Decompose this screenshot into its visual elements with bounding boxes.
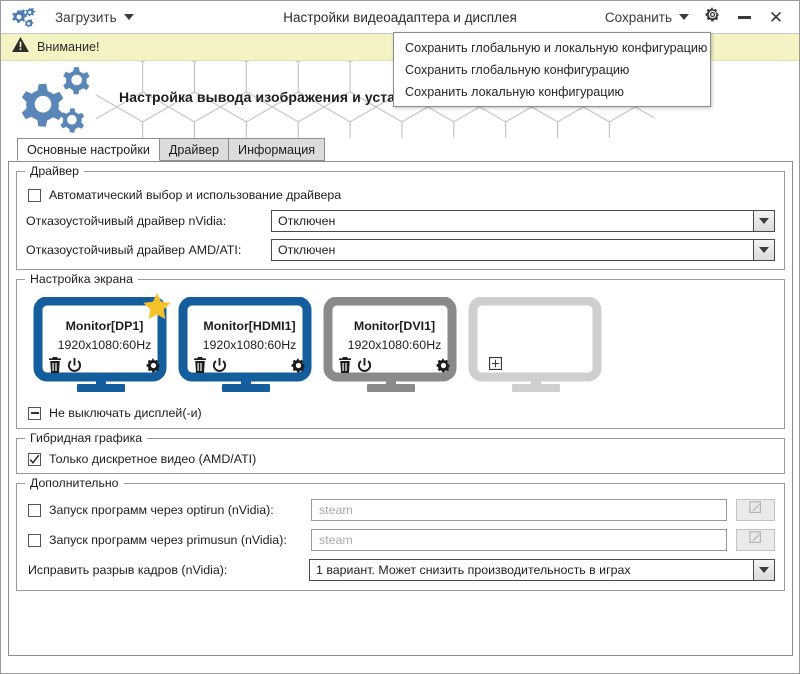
- primary-star-icon: [143, 293, 171, 325]
- gear-icon[interactable]: [436, 357, 451, 378]
- primusun-input[interactable]: steam: [311, 529, 727, 551]
- trash-icon[interactable]: [193, 357, 207, 378]
- extra-group-title: Дополнительно: [25, 476, 124, 490]
- warning-triangle-icon: [12, 37, 29, 57]
- monitor-actions: [338, 357, 451, 378]
- hybrid-graphics-group: Гибридная графика Только дискретное виде…: [16, 431, 785, 474]
- gear-icon: [704, 7, 720, 27]
- discrete-video-row[interactable]: Только дискретное видео (AMD/ATI): [28, 452, 775, 466]
- primusun-checkbox[interactable]: [28, 533, 41, 547]
- power-icon[interactable]: [67, 357, 82, 378]
- save-menu-button[interactable]: Сохранить: [599, 7, 695, 28]
- tab-information[interactable]: Информация: [228, 138, 326, 161]
- primusun-edit-button[interactable]: [736, 529, 775, 551]
- save-menu-label: Сохранить: [604, 9, 672, 25]
- plus-box-icon[interactable]: [489, 357, 503, 375]
- trash-icon[interactable]: [48, 357, 62, 378]
- power-icon[interactable]: [212, 357, 227, 378]
- menu-item-save-global[interactable]: Сохранить глобальную конфигурацию: [405, 63, 630, 77]
- chevron-down-icon[interactable]: [753, 240, 774, 260]
- nvidia-fallback-combo[interactable]: Отключен: [271, 210, 775, 232]
- monitor-card-dvi1[interactable]: Monitor[DVI1] 1920x1080:60Hz: [322, 296, 467, 397]
- auto-driver-row[interactable]: Автоматический выбор и использование дра…: [28, 188, 775, 202]
- chevron-down-icon: [123, 14, 134, 20]
- chevron-down-icon: [679, 14, 689, 20]
- nvidia-fallback-value: Отключен: [278, 214, 336, 228]
- keep-display-on-label: Не выключать дисплей(-и): [49, 406, 202, 420]
- close-button[interactable]: ✕: [761, 4, 791, 30]
- banner-gears-icon: [17, 67, 105, 135]
- load-menu-button[interactable]: Загрузить: [49, 7, 140, 28]
- driver-group: Драйвер Автоматический выбор и использов…: [16, 164, 785, 270]
- pencil-edit-icon: [748, 530, 763, 550]
- driver-group-title: Драйвер: [25, 164, 84, 178]
- tab-driver[interactable]: Драйвер: [158, 138, 230, 161]
- tearfix-row: Исправить разрыв кадров (nVidia): 1 вари…: [28, 559, 775, 581]
- load-menu-label: Загрузить: [55, 9, 117, 25]
- monitor-actions: [48, 357, 161, 378]
- monitor-actions: [193, 357, 306, 378]
- monitor-card-add-slot[interactable]: [467, 296, 612, 397]
- monitor-icon: [323, 296, 457, 392]
- monitor-icon: [468, 296, 602, 392]
- pencil-edit-icon: [748, 500, 763, 520]
- warning-text: Внимание!: [37, 40, 100, 54]
- amd-fallback-combo[interactable]: Отключен: [271, 239, 775, 261]
- chevron-down-icon[interactable]: [753, 211, 774, 231]
- app-gears-icon: [11, 6, 37, 28]
- amd-fallback-label: Отказоустойчивый драйвер AMD/ATI:: [26, 243, 242, 257]
- title-bar: Загрузить Настройки видеоадаптера и дисп…: [1, 1, 799, 34]
- menu-item-save-local[interactable]: Сохранить локальную конфигурацию: [405, 85, 624, 99]
- auto-driver-checkbox[interactable]: [28, 188, 41, 202]
- tearfix-combo[interactable]: 1 вариант. Может снизить производительно…: [309, 559, 775, 581]
- save-dropdown-menu[interactable]: Сохранить глобальную и локальную конфигу…: [393, 32, 711, 107]
- optirun-label: Запуск программ через optirun (nVidia):: [49, 503, 274, 517]
- gear-icon[interactable]: [146, 357, 161, 378]
- auto-driver-label: Автоматический выбор и использование дра…: [49, 188, 342, 202]
- close-icon: ✕: [768, 7, 784, 27]
- tearfix-value: 1 вариант. Может снизить производительно…: [316, 563, 631, 577]
- optirun-edit-button[interactable]: [736, 499, 775, 521]
- optirun-row: Запуск программ через optirun (nVidia): …: [28, 499, 775, 521]
- minimize-button[interactable]: [729, 4, 759, 30]
- nvidia-fallback-row: Отказоустойчивый драйвер nVidia: Отключе…: [26, 210, 775, 232]
- tab-content-panel: Драйвер Автоматический выбор и использов…: [8, 161, 793, 656]
- screen-group: Настройка экрана Monitor[DP1]: [16, 272, 785, 429]
- gear-icon[interactable]: [291, 357, 306, 378]
- nvidia-fallback-label: Отказоустойчивый драйвер nVidia:: [26, 214, 227, 228]
- monitor-list: Monitor[DP1] 1920x1080:60Hz: [26, 293, 775, 401]
- extra-group: Дополнительно Запуск программ через opti…: [16, 476, 785, 591]
- primusun-row: Запуск программ через primusun (nVidia):…: [28, 529, 775, 551]
- primusun-label: Запуск программ через primusun (nVidia):: [49, 533, 287, 547]
- trash-icon[interactable]: [338, 357, 352, 378]
- titlebar-right-controls: Сохранить ✕: [599, 4, 791, 30]
- keep-display-on-row[interactable]: Не выключать дисплей(-и): [28, 406, 775, 420]
- monitor-icon: [178, 296, 312, 392]
- amd-fallback-row: Отказоустойчивый драйвер AMD/ATI: Отключ…: [26, 239, 775, 261]
- tab-main-settings[interactable]: Основные настройки: [17, 138, 160, 161]
- settings-gear-button[interactable]: [697, 4, 727, 30]
- monitor-card-dp1[interactable]: Monitor[DP1] 1920x1080:60Hz: [32, 293, 177, 397]
- minimize-icon: [737, 15, 751, 19]
- keep-display-on-checkbox[interactable]: [28, 406, 41, 420]
- discrete-video-label: Только дискретное видео (AMD/ATI): [49, 452, 257, 466]
- hybrid-graphics-group-title: Гибридная графика: [25, 431, 148, 445]
- monitor-card-hdmi1[interactable]: Monitor[HDMI1] 1920x1080:60Hz: [177, 296, 322, 397]
- check-icon: [29, 454, 40, 464]
- monitor-icon: [33, 296, 167, 392]
- amd-fallback-value: Отключен: [278, 243, 336, 257]
- optirun-checkbox[interactable]: [28, 503, 41, 517]
- chevron-down-icon[interactable]: [753, 560, 774, 580]
- menu-item-save-global-local[interactable]: Сохранить глобальную и локальную конфигу…: [405, 41, 708, 55]
- tearfix-label: Исправить разрыв кадров (nVidia):: [28, 563, 228, 577]
- discrete-video-checkbox[interactable]: [28, 452, 41, 466]
- tab-bar: Основные настройки Драйвер Информация: [1, 138, 799, 161]
- power-icon[interactable]: [357, 357, 372, 378]
- screen-group-title: Настройка экрана: [25, 272, 138, 286]
- optirun-input[interactable]: steam: [311, 499, 727, 521]
